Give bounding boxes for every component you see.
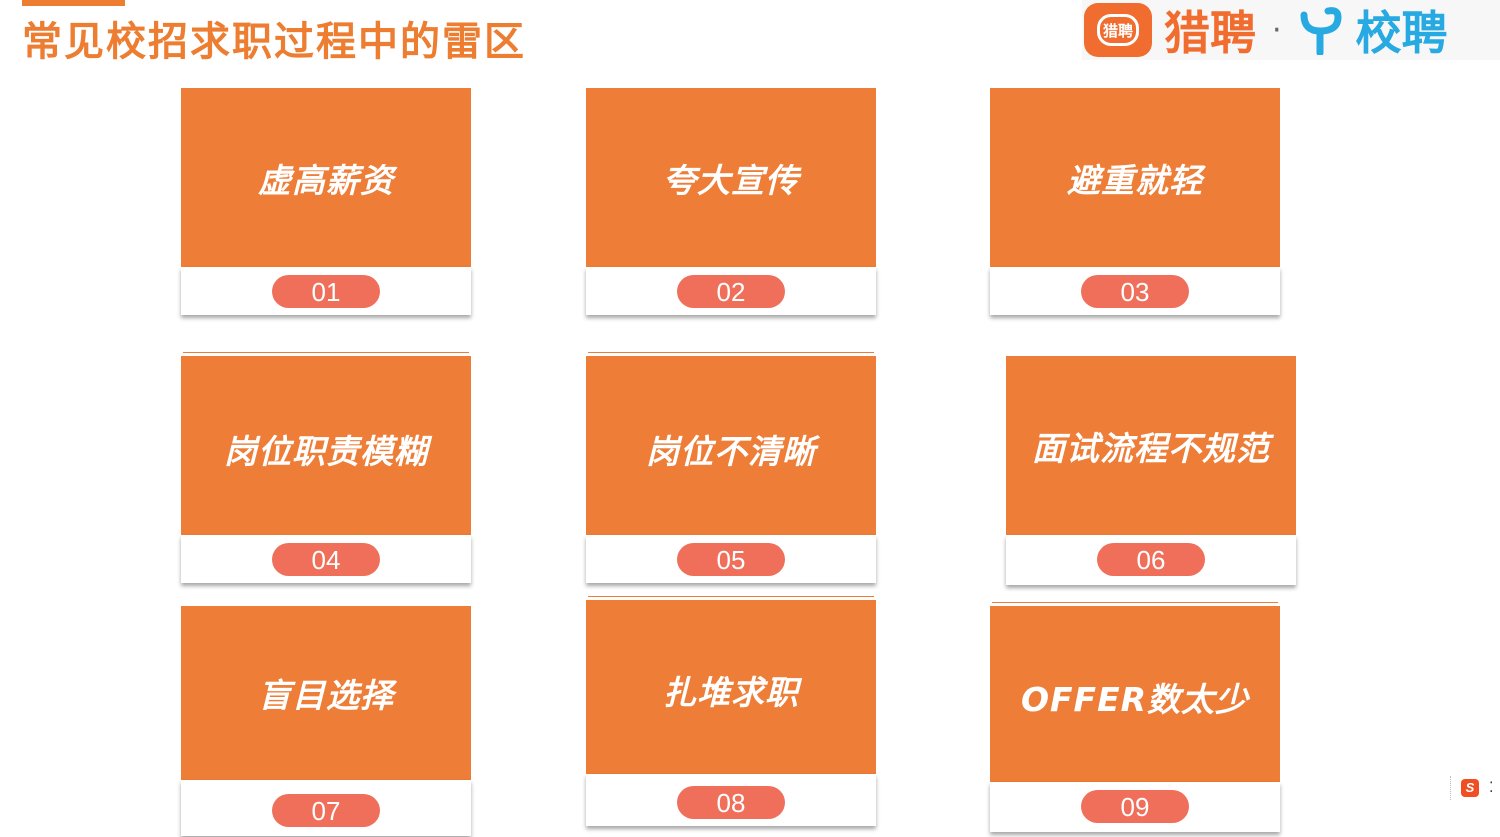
card-footer: 09 (990, 782, 1280, 832)
card-footer: 07 (181, 780, 471, 836)
card-03: 避重就轻 03 (990, 88, 1280, 319)
card-number-badge: 02 (677, 275, 785, 308)
card-number-badge: 07 (272, 794, 380, 827)
card-footer: 05 (586, 535, 876, 583)
xiaopin-logo-icon (1298, 5, 1348, 57)
card-01: 虚高薪资 01 (181, 88, 471, 319)
card-label: 面试流程不规范 (1032, 428, 1270, 468)
title-accent-bar (22, 0, 125, 6)
liepin-logo-text: 猎聘 (1097, 14, 1139, 46)
input-method-widget[interactable]: S ⁚ (1450, 776, 1500, 800)
card-number-badge: 01 (272, 275, 380, 308)
card-number-badge: 05 (677, 543, 785, 576)
card-body: 避重就轻 (990, 88, 1280, 267)
card-label: 虚高薪资 (258, 160, 394, 200)
card-label: 岗位不清晰 (646, 431, 816, 471)
card-footer: 02 (586, 267, 876, 315)
card-footer: 06 (1006, 535, 1296, 585)
slide-title: 常见校招求职过程中的雷区 (22, 19, 526, 65)
card-06: 面试流程不规范 06 (1006, 356, 1296, 587)
card-body: 岗位不清晰 (586, 356, 876, 538)
brand-separator: · (1272, 12, 1282, 48)
brand-header: 猎聘 猎聘 · 校聘 (1082, 0, 1500, 60)
card-07: 盲目选择 07 (181, 606, 471, 837)
brand-sub-name: 校聘 (1355, 6, 1448, 60)
card-label: 盲目选择 (258, 676, 394, 715)
card-body: 扎堆求职 (586, 600, 876, 777)
card-label: 扎堆求职 (663, 673, 799, 712)
card-footer: 08 (586, 774, 876, 826)
card-label: OFFER数太少 (1020, 680, 1250, 719)
brand-name: 猎聘 (1164, 6, 1256, 60)
card-09: OFFER数太少 09 (990, 606, 1280, 837)
card-number-badge: 04 (272, 543, 380, 576)
card-04: 岗位职责模糊 04 (181, 356, 471, 587)
card-body: 盲目选择 (181, 606, 471, 780)
card-05: 岗位不清晰 05 (586, 356, 876, 587)
more-dots-icon[interactable]: ⁚ (1489, 780, 1494, 796)
card-body: 岗位职责模糊 (181, 356, 471, 538)
card-body: 虚高薪资 (181, 88, 471, 267)
card-number-badge: 06 (1097, 543, 1205, 576)
card-label: 夸大宣传 (663, 160, 799, 200)
card-body: 夸大宣传 (586, 88, 876, 267)
card-body: 面试流程不规范 (1006, 356, 1296, 535)
card-footer: 03 (990, 267, 1280, 315)
liepin-logo-icon: 猎聘 (1084, 3, 1152, 57)
card-number-badge: 08 (677, 786, 785, 819)
card-label: 避重就轻 (1067, 160, 1203, 200)
card-label: 岗位职责模糊 (224, 431, 428, 471)
card-number-badge: 09 (1081, 790, 1189, 823)
sogou-s-icon[interactable]: S (1461, 779, 1479, 797)
card-footer: 04 (181, 535, 471, 583)
card-08: 扎堆求职 08 (586, 600, 876, 831)
card-02: 夸大宣传 02 (586, 88, 876, 319)
card-body: OFFER数太少 (990, 606, 1280, 785)
card-footer: 01 (181, 267, 471, 315)
card-number-badge: 03 (1081, 275, 1189, 308)
